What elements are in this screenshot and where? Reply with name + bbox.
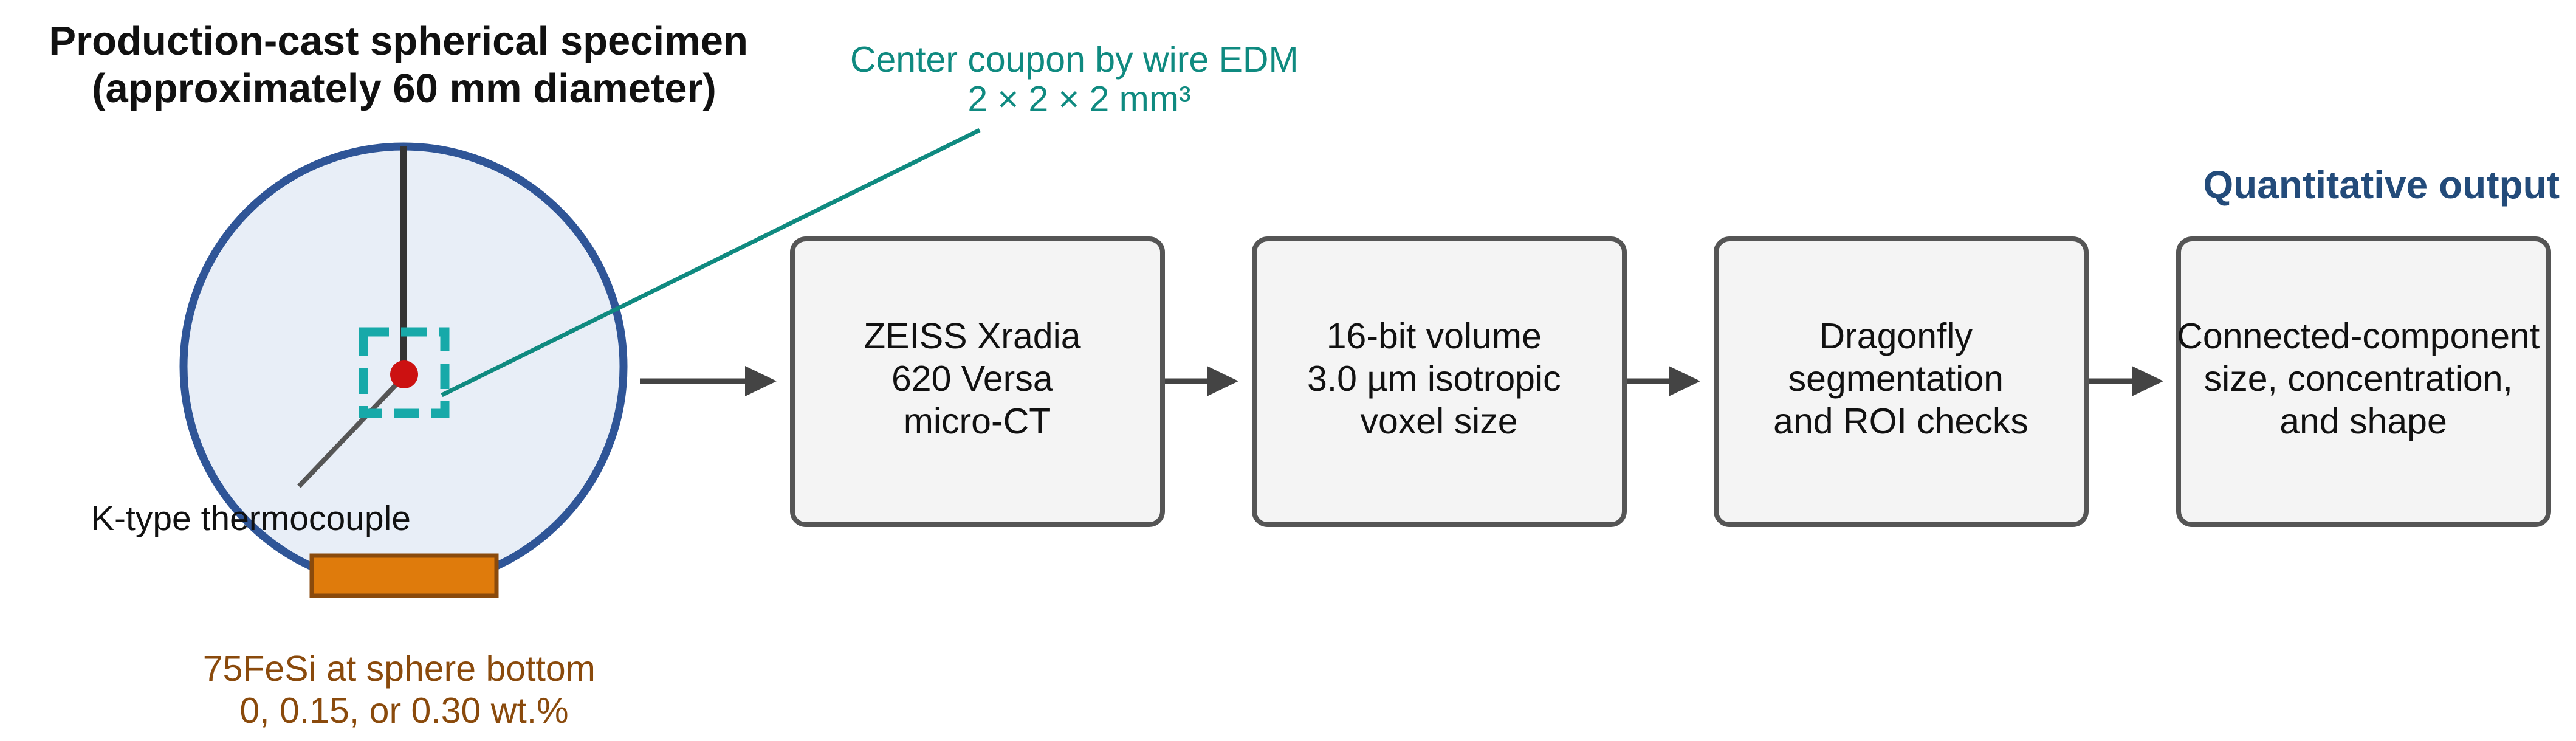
inoculant-label-line-2: 0, 0.15, or 0.30 wt.% [239, 691, 568, 731]
center-coupon-outline [359, 327, 450, 418]
coupon-leader-line [441, 128, 981, 398]
inoculant-label-line-1: 75FeSi at sphere bottom [203, 649, 596, 689]
step-output-box [2176, 236, 2551, 527]
flow-arrow-specimen-to-ct [640, 366, 777, 396]
inoculant-label: 75FeSi at sphere bottom 0, 0.15, or 0.30… [203, 649, 606, 731]
step-segmentation: Dragonfly segmentation and ROI checks [1714, 236, 2089, 527]
step-volume-text: 16-bit volume 3.0 µm isotropic voxel siz… [1307, 316, 1571, 441]
step-micro-ct: ZEISS Xradia 620 Versa micro-CT [790, 236, 1165, 527]
flow-arrow-segmentation-to-output [2089, 366, 2163, 396]
flow-arrow-volume-to-segmentation [1626, 366, 1700, 396]
coupon-label-line-1: Center coupon by wire EDM [850, 40, 1299, 80]
coupon-label: Center coupon by wire EDM 2 × 2 × 2 mm³ [850, 40, 1308, 119]
step-output-text: Connected-component size, concentration,… [2177, 316, 2549, 441]
thermocouple-line [297, 375, 405, 488]
step-segmentation-box [1714, 236, 2089, 527]
step-segmentation-text: Dragonfly segmentation and ROI checks [1773, 316, 2028, 441]
specimen-title-line-1: Production-cast spherical specimen [49, 18, 748, 64]
step-volume: 16-bit volume 3.0 µm isotropic voxel siz… [1252, 236, 1627, 527]
thermocouple-label: K-type thermocouple [91, 499, 411, 538]
step-micro-ct-text: ZEISS Xradia 620 Versa micro-CT [864, 316, 1091, 441]
flow-arrow-ct-to-volume [1164, 366, 1238, 396]
step-quantitative-output: Connected-component size, concentration,… [2176, 236, 2551, 527]
step-micro-ct-box [790, 236, 1165, 527]
inoculant-pocket [309, 553, 499, 598]
specimen-title-line-2: (approximately 60 mm diameter) [92, 66, 716, 111]
specimen-title: Production-cast spherical specimen (appr… [49, 18, 759, 111]
step-volume-box [1252, 236, 1627, 527]
coupon-label-line-2: 2 × 2 × 2 mm³ [967, 79, 1190, 119]
center-point-dot [390, 360, 418, 388]
quantitative-output-heading: Quantitative output [2203, 163, 2560, 207]
sphere-specimen [179, 128, 981, 598]
